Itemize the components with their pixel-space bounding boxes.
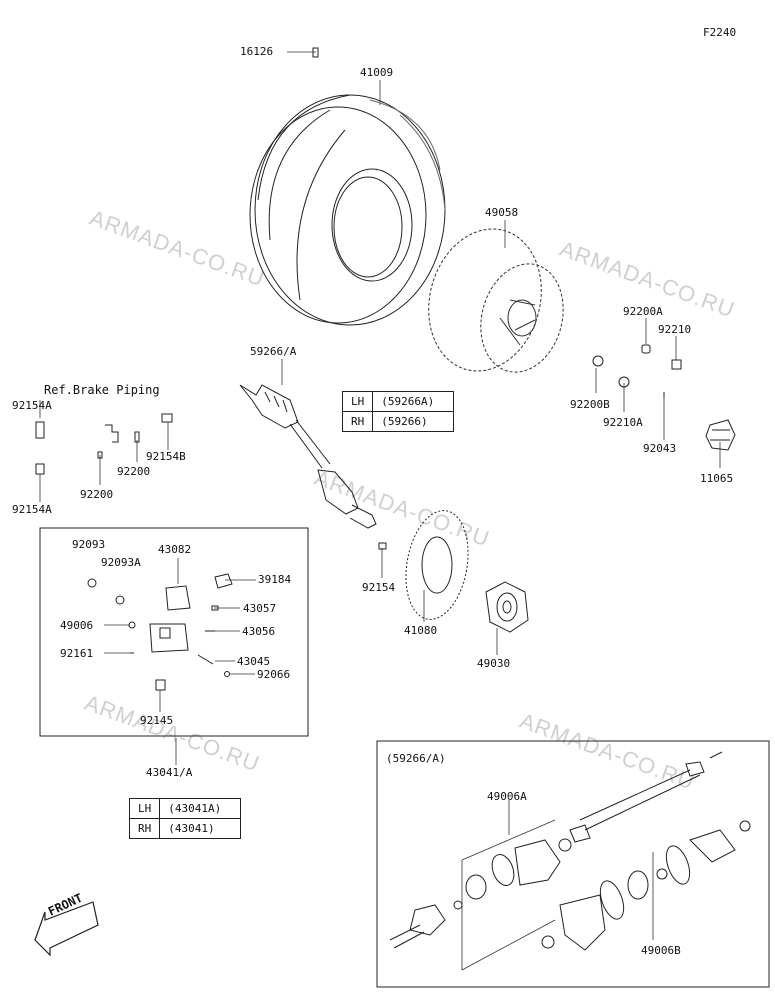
part-label-43056[interactable]: 43056 [242,625,276,638]
part-label-92154b[interactable]: 92154B [146,450,186,463]
caliper-box [39,527,309,737]
part-label-39184[interactable]: 39184 [258,573,292,586]
bolt-92154 [378,542,387,550]
part-label-92145[interactable]: 92145 [140,714,174,727]
part-label-49030[interactable]: 49030 [477,657,511,670]
brake-disc-41080 [405,510,469,620]
part-label-49058[interactable]: 49058 [485,206,519,219]
part-label-49006b[interactable]: 49006B [641,944,681,957]
shaft-detail-box [376,740,770,988]
part-label-16126[interactable]: 16126 [240,45,274,58]
table-row: LH (59266A) [341,391,455,412]
shaft-detail [389,751,751,951]
side-cell: RH [341,411,374,432]
part-label-92200b[interactable]: 92200B [570,398,610,411]
part-label-43045[interactable]: 43045 [237,655,271,668]
ref-brake-piping-note[interactable]: Ref.Brake Piping [44,383,160,397]
wheel-49058 [428,228,564,373]
part-label-49006[interactable]: 49006 [60,619,94,632]
part-label-92161[interactable]: 92161 [60,647,94,660]
figure-code: F2240 [703,26,737,39]
part-label-92210[interactable]: 92210 [658,323,692,336]
caliper-parts [87,573,233,691]
part-label-49006a[interactable]: 49006A [487,790,527,803]
part-label-11065[interactable]: 11065 [700,472,734,485]
part-label-92093a[interactable]: 92093A [101,556,141,569]
shaft-side-table: LH (59266A) RH (59266) [341,391,455,432]
part-label-92066[interactable]: 92066 [257,668,291,681]
side-cell: RH [128,818,161,839]
tire-41009 [249,94,446,326]
side-cell: LH [341,391,374,412]
table-row: LH (43041A) [128,798,242,819]
part-label-43082[interactable]: 43082 [158,543,192,556]
part-label-92093[interactable]: 92093 [72,538,106,551]
part-label-43057[interactable]: 43057 [243,602,277,615]
part-label-59266a[interactable]: 59266/A [250,345,297,358]
part-label-92210a[interactable]: 92210A [603,416,643,429]
part-label-92154a-top[interactable]: 92154A [12,399,52,412]
leader-lines [39,51,721,971]
hardware-small [312,47,736,451]
part-cell[interactable]: (59266) [372,411,455,432]
part-label-43041a[interactable]: 43041/A [146,766,193,779]
part-label-92154[interactable]: 92154 [362,581,396,594]
caliper-side-table: LH (43041A) RH (43041) [128,798,242,839]
table-row: RH (43041) [128,818,242,839]
shaft-detail-title: (59266/A) [386,752,446,765]
part-label-92200-1[interactable]: 92200 [117,465,151,478]
part-label-92043[interactable]: 92043 [643,442,677,455]
part-cell[interactable]: (43041) [159,818,242,839]
brake-piping-parts [35,413,173,475]
part-label-41009[interactable]: 41009 [360,66,394,79]
front-arrow-icon [34,901,99,957]
part-label-92200a[interactable]: 92200A [623,305,663,318]
part-label-92154a-bottom[interactable]: 92154A [12,503,52,516]
drive-shaft [239,384,377,529]
part-label-41080[interactable]: 41080 [404,624,438,637]
part-label-92200-2[interactable]: 92200 [80,488,114,501]
table-row: RH (59266) [341,411,455,432]
side-cell: LH [128,798,161,819]
part-cell[interactable]: (43041A) [159,798,242,819]
hub-49030 [485,581,529,633]
part-cell[interactable]: (59266A) [372,391,455,412]
